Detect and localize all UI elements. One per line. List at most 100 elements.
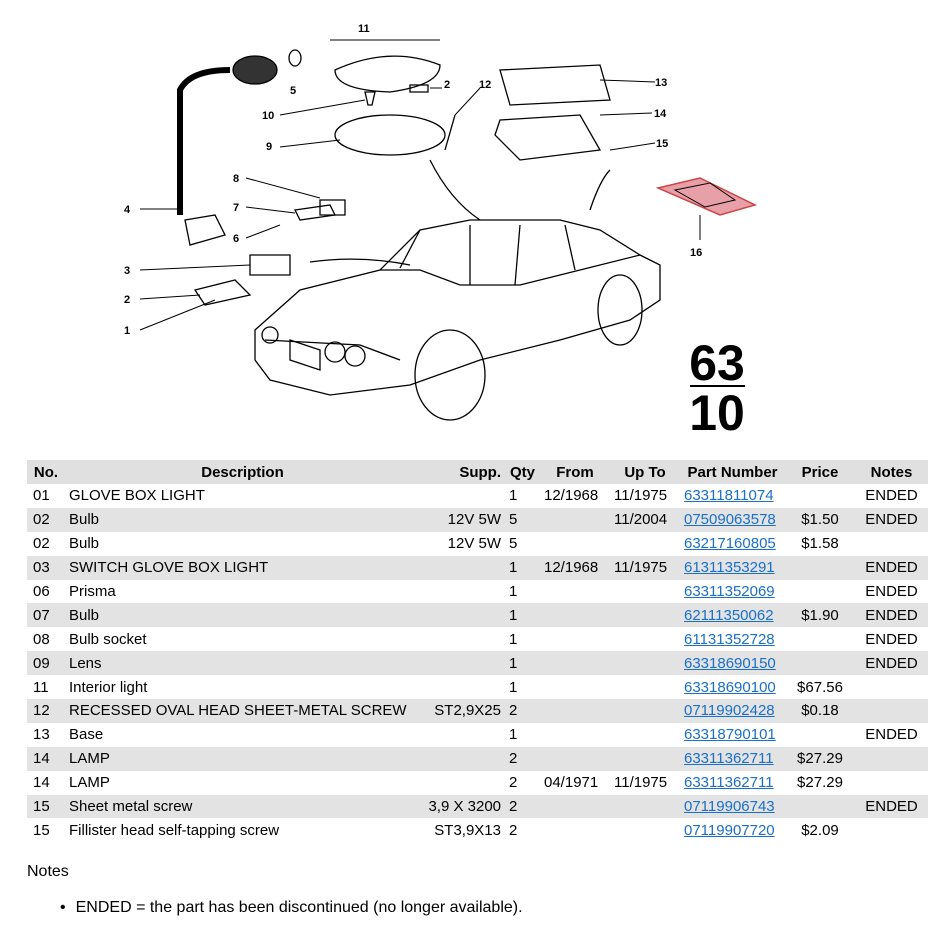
cell-no: 08 bbox=[33, 630, 50, 648]
callout-12: 12 bbox=[479, 79, 491, 91]
cell-price bbox=[785, 484, 855, 508]
part-number-link[interactable]: 07119902428 bbox=[684, 702, 775, 720]
callout-6: 6 bbox=[233, 233, 239, 245]
cell-price: $27.29 bbox=[797, 774, 843, 792]
cell-price bbox=[785, 627, 855, 651]
cell-no: 13 bbox=[33, 726, 50, 744]
cell-no: 02 bbox=[27, 507, 65, 532]
exploded-parts bbox=[177, 49, 611, 306]
header-qty: Qty bbox=[505, 460, 540, 484]
cell-notes: ENDED bbox=[865, 726, 918, 744]
cell-no: 06 bbox=[33, 583, 50, 600]
cell-from bbox=[540, 532, 610, 556]
part-number-link[interactable]: 63217160805 bbox=[684, 535, 776, 553]
cell-notes: ENDED bbox=[855, 555, 928, 580]
cell-from bbox=[540, 580, 610, 604]
cell-part-number: 63318790101 bbox=[680, 723, 785, 747]
cell-upto bbox=[610, 651, 680, 676]
cell-price bbox=[785, 794, 855, 819]
cell-price bbox=[785, 555, 855, 580]
cell-part-number: 61311353291 bbox=[680, 555, 785, 580]
cell-from bbox=[540, 818, 610, 842]
cell-price bbox=[785, 580, 855, 604]
header-upto: Up To bbox=[610, 460, 680, 484]
callout-3: 3 bbox=[124, 265, 130, 277]
cell-supp bbox=[420, 746, 505, 771]
cell-no: 01 bbox=[33, 487, 50, 505]
table-header: No. Description Supp. Qty From Up To Par… bbox=[27, 460, 928, 484]
cell-no: 11 bbox=[33, 678, 49, 696]
cell-part-number: 63311811074 bbox=[680, 484, 785, 508]
cell-upto bbox=[610, 627, 680, 651]
callout-9: 9 bbox=[266, 141, 272, 153]
cell-part-number: 07119902428 bbox=[680, 699, 785, 723]
part-number-link[interactable]: 63311362711 bbox=[684, 774, 774, 792]
cell-description: Interior light bbox=[69, 678, 148, 696]
cell-part-number: 61131352728 bbox=[680, 627, 785, 651]
cell-description: LAMP bbox=[69, 774, 110, 792]
cell-part-number: 63311362711 bbox=[680, 746, 785, 771]
notes-title: Notes bbox=[27, 863, 69, 880]
cell-notes bbox=[855, 699, 928, 723]
cell-no: 03 bbox=[27, 555, 65, 580]
cell-upto: 11/1975 bbox=[614, 487, 668, 505]
highlighted-part-16[interactable] bbox=[655, 177, 758, 216]
parts-table: No. Description Supp. Qty From Up To Par… bbox=[27, 460, 928, 842]
header-price: Price bbox=[785, 460, 855, 484]
cell-part-number: 63311362711 bbox=[680, 771, 785, 795]
cell-from bbox=[540, 651, 610, 676]
cell-part-number: 07119906743 bbox=[680, 794, 785, 819]
cell-from: 12/1968 bbox=[540, 555, 610, 580]
cell-part-number: 62111350062 bbox=[680, 603, 785, 628]
part-number-link[interactable]: 63311362711 bbox=[684, 750, 774, 768]
callout-11: 11 bbox=[358, 23, 370, 35]
cell-supp: ST3,9X13 bbox=[434, 821, 501, 839]
part-number-link[interactable]: 62111350062 bbox=[684, 606, 774, 624]
cell-qty: 2 bbox=[505, 746, 540, 771]
callout-10: 10 bbox=[262, 110, 274, 122]
header-description: Description bbox=[65, 460, 420, 484]
callout-lines bbox=[139, 39, 701, 331]
cell-price: $27.29 bbox=[785, 746, 855, 771]
cell-upto bbox=[610, 818, 680, 842]
cell-qty: 2 bbox=[505, 699, 540, 723]
cell-upto bbox=[610, 794, 680, 819]
cell-supp bbox=[420, 771, 505, 795]
part-number-link[interactable]: 61131352728 bbox=[684, 630, 775, 648]
header-from: From bbox=[540, 460, 610, 484]
part-number-link[interactable]: 63311352069 bbox=[684, 583, 775, 600]
cell-description: Fillister head self-tapping screw bbox=[69, 821, 280, 839]
cell-price: $2.09 bbox=[801, 821, 839, 839]
cell-part-number: 63318690100 bbox=[680, 675, 785, 699]
cell-supp: ST2,9X25 bbox=[420, 699, 505, 723]
part-number-link[interactable]: 63311811074 bbox=[684, 487, 774, 505]
part-number-link[interactable]: 07119907720 bbox=[684, 821, 775, 839]
part-number-link[interactable]: 07119906743 bbox=[684, 798, 775, 816]
callout-13: 13 bbox=[655, 77, 667, 89]
callout-14: 14 bbox=[654, 108, 667, 120]
cell-no: 09 bbox=[27, 651, 65, 676]
cell-notes: ENDED bbox=[855, 507, 928, 532]
group-number: 63 10 bbox=[689, 335, 745, 441]
cell-no: 14 bbox=[33, 774, 50, 792]
part-number-link[interactable]: 63318690150 bbox=[684, 654, 776, 672]
part-number-link[interactable]: 63318790101 bbox=[684, 726, 776, 744]
cell-no: 15 bbox=[33, 821, 50, 839]
part-number-link[interactable]: 63318690100 bbox=[684, 678, 776, 696]
cell-qty: 1 bbox=[505, 555, 540, 580]
cell-upto bbox=[610, 699, 680, 723]
cell-no: 15 bbox=[27, 794, 65, 819]
cell-supp bbox=[420, 651, 505, 676]
part-number-link[interactable]: 07509063578 bbox=[684, 511, 776, 529]
cell-notes bbox=[855, 818, 928, 842]
cell-upto: 11/2004 bbox=[610, 507, 680, 532]
cell-upto bbox=[610, 675, 680, 699]
part-number-link[interactable]: 61311353291 bbox=[684, 559, 775, 577]
cell-qty: 2 bbox=[505, 794, 540, 819]
cell-from bbox=[540, 794, 610, 819]
